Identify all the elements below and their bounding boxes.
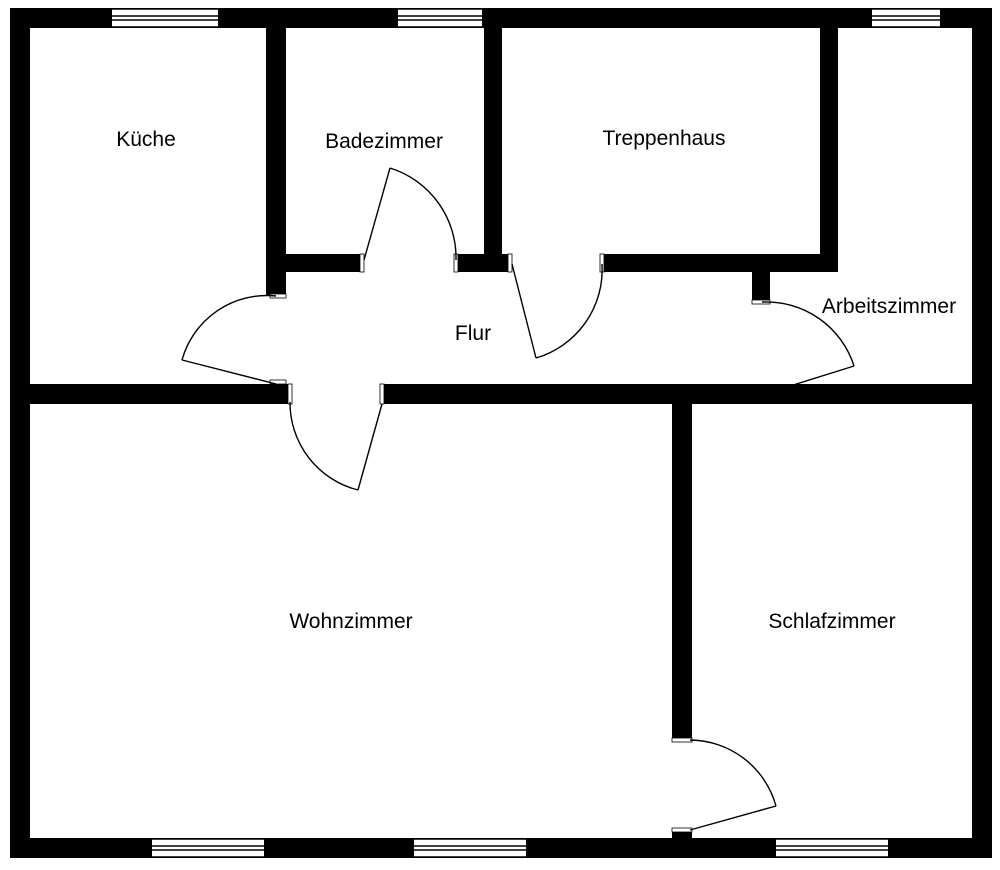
door-treppenhaus bbox=[507, 253, 605, 359]
wall-wohn-schlaf bbox=[672, 394, 692, 742]
wall-top bbox=[10, 8, 992, 28]
wall-treppe-right bbox=[820, 20, 838, 272]
door-kueche bbox=[181, 293, 287, 385]
interior-walls bbox=[20, 20, 982, 842]
door-wohnzimmer bbox=[287, 383, 385, 491]
room-label-schlafzimmer: Schlafzimmer bbox=[768, 610, 895, 633]
room-label-wohnzimmer: Wohnzimmer bbox=[289, 610, 412, 633]
wall-kueche-bad bbox=[266, 20, 286, 296]
door-arbeitszimmer bbox=[751, 299, 855, 387]
wall-wohn-schlaf-stub bbox=[672, 830, 692, 842]
wall-arbeit-stub bbox=[752, 254, 770, 302]
doors bbox=[181, 167, 855, 833]
window-arbeitszimmer bbox=[872, 8, 940, 28]
windows-top bbox=[112, 8, 940, 28]
window-wohnzimmer-right bbox=[414, 838, 526, 858]
window-badezimmer bbox=[398, 8, 482, 28]
door-schlafzimmer bbox=[671, 737, 777, 833]
room-label-kueche: Küche bbox=[116, 128, 176, 151]
door-badezimmer bbox=[359, 167, 459, 273]
wall-right bbox=[972, 8, 992, 858]
room-label-arbeitszimmer: Arbeitszimmer bbox=[822, 295, 956, 318]
window-wohnzimmer-left bbox=[152, 838, 264, 858]
window-schlafzimmer bbox=[776, 838, 888, 858]
room-labels: Küche Badezimmer Treppenhaus Arbeitszimm… bbox=[116, 127, 956, 633]
wall-bad-bottom-left bbox=[266, 254, 364, 272]
wall-main-left bbox=[20, 384, 290, 404]
room-label-badezimmer: Badezimmer bbox=[325, 130, 443, 153]
room-label-treppenhaus: Treppenhaus bbox=[603, 127, 726, 150]
window-kueche bbox=[112, 8, 218, 28]
room-label-flur: Flur bbox=[455, 322, 491, 345]
wall-left bbox=[10, 8, 30, 858]
wall-treppe-bottom bbox=[604, 254, 838, 272]
wall-bad-treppe bbox=[484, 20, 502, 272]
windows-bottom bbox=[152, 838, 888, 858]
